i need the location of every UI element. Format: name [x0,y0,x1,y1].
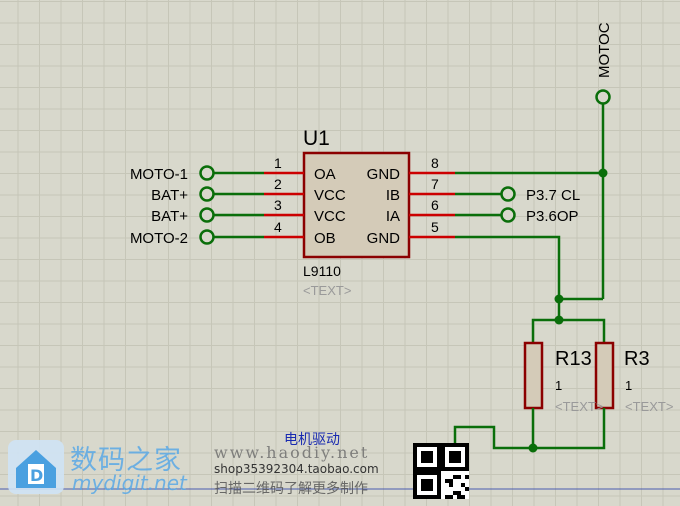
r13-ref: R13 [555,348,592,370]
terminal-bat-1[interactable] [199,186,215,202]
r3-value: 1 [625,378,632,393]
pin-name-ob: OB [314,230,336,247]
site-url: www.haodiy.net [214,443,370,462]
qr-code[interactable] [413,443,469,499]
r13-value: 1 [555,378,562,393]
ic-text-placeholder: <TEXT> [303,283,351,298]
wire-res-top[interactable] [531,318,606,343]
logo-en-text: mydigit.net [72,471,187,495]
pin-num-8: 8 [431,155,439,171]
terminal-moto1[interactable] [199,165,215,181]
junction-gnd8 [598,168,608,178]
ic-body[interactable] [302,151,411,259]
pin-num-5: 5 [431,219,439,235]
mydigit-logo: D 数码之家 mydigit.net [6,438,206,498]
svg-text:D: D [30,466,43,485]
pin-num-6: 6 [431,197,439,213]
pin-name-oa: OA [314,166,336,183]
label-bat-2: BAT+ [151,208,188,225]
house-icon: D [8,440,64,494]
label-moto1: MOTO-1 [130,166,188,183]
pin-name-ib: IB [386,187,400,204]
wire-res-bottom[interactable] [531,408,606,450]
r3-ref: R3 [624,348,650,370]
terminal-p36[interactable] [500,207,516,223]
label-moto2: MOTO-2 [130,230,188,247]
junction-res-bottom [528,443,538,453]
terminal-bat-2[interactable] [199,207,215,223]
shop-url: shop35392304.taobao.com [214,462,379,476]
pin-name-vcc-2: VCC [314,208,346,225]
wire-res-out[interactable] [453,425,533,450]
pin-name-gnd-8: GND [367,166,401,183]
pin-num-2: 2 [274,176,282,192]
left-pin-wires [214,171,304,239]
qr-image [413,443,469,499]
r3-text: <TEXT> [625,399,673,414]
ic-u1[interactable] [302,151,411,259]
label-motoc: MOTOC [596,22,613,78]
right-pin-wires [409,171,604,299]
qr-note: 扫描二维码了解更多制作 [214,481,368,497]
terminal-motoc[interactable] [595,89,611,105]
pin-name-vcc-1: VCC [314,187,346,204]
watermark-title: 电机驱动 [284,432,340,448]
pin-num-3: 3 [274,197,282,213]
label-p36: P3.6OP [526,208,579,225]
pin-name-ia: IA [386,208,400,225]
pin-num-4: 4 [274,219,282,235]
terminal-p37[interactable] [500,186,516,202]
wire-pin5-gnd[interactable] [455,235,561,299]
junction-res-top [554,315,564,325]
pin-name-gnd-5: GND [367,230,401,247]
ic-part-label: L9110 [303,263,341,279]
r13-text: <TEXT> [555,399,603,414]
logo-cn-text: 数码之家 [70,445,182,476]
label-p37: P3.7 CL [526,187,580,204]
resistor-r13[interactable] [523,341,544,410]
pin-num-1: 1 [274,155,282,171]
ic-ref-label: U1 [303,127,330,150]
terminal-moto2[interactable] [199,229,215,245]
pin-num-7: 7 [431,176,439,192]
label-bat-1: BAT+ [151,187,188,204]
